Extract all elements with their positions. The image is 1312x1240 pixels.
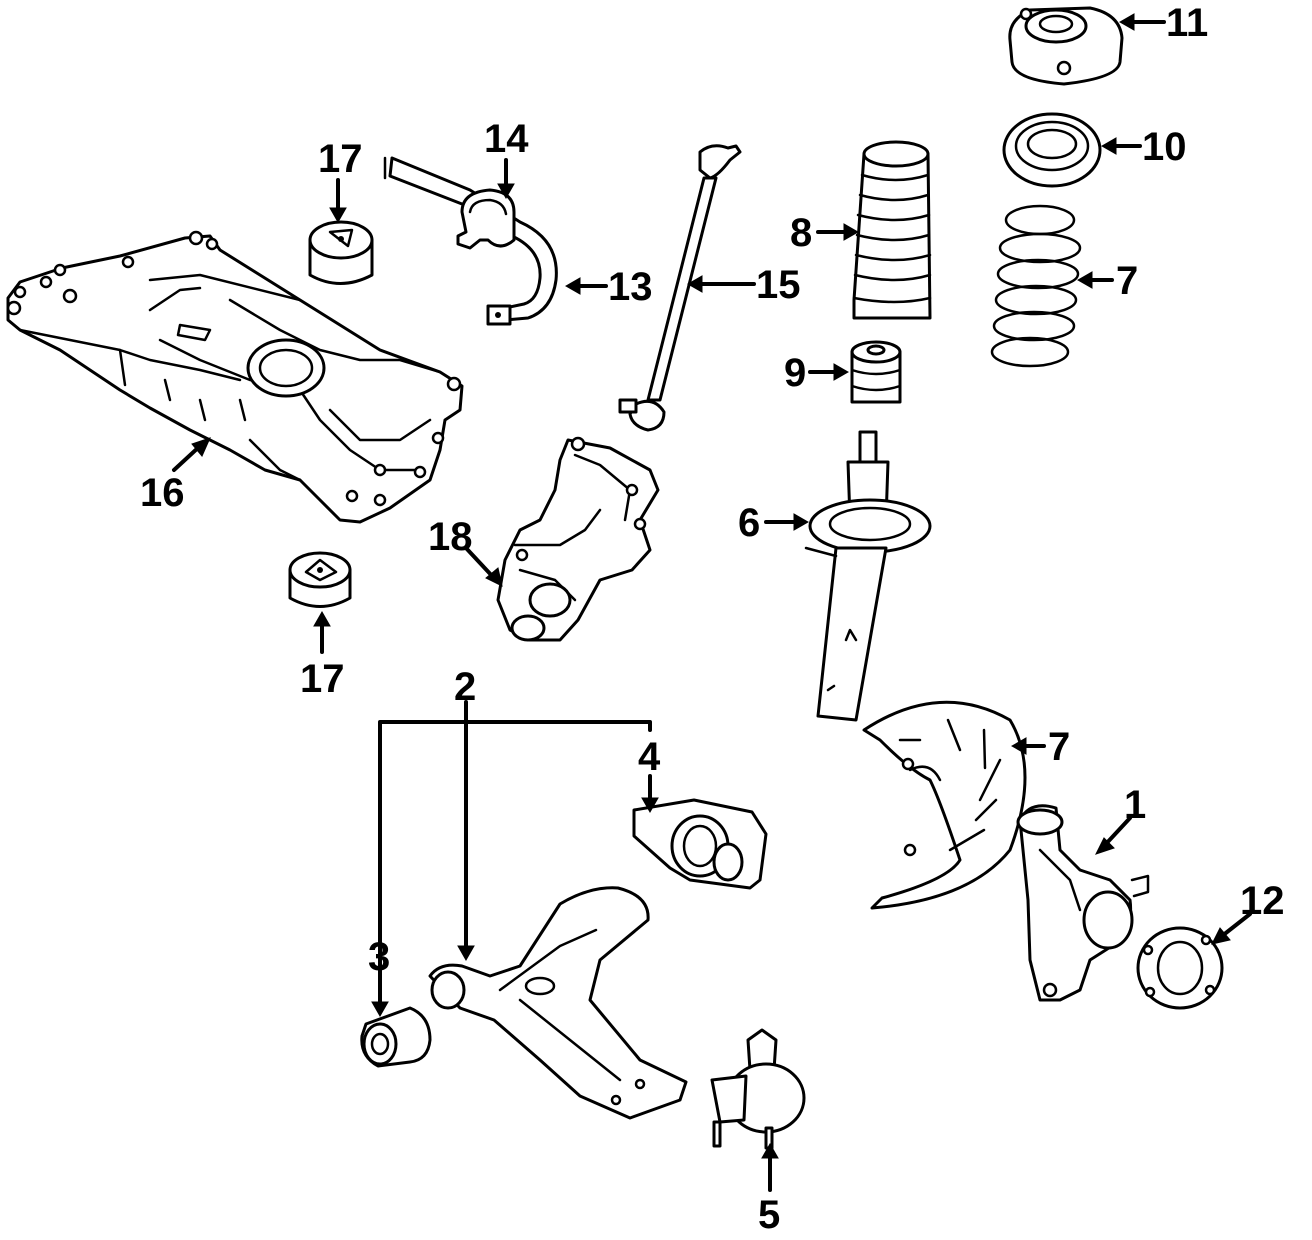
spring-seat-part-10	[1002, 112, 1102, 188]
subframe-bushing-part-17-top	[308, 220, 374, 285]
callout-18: 18	[428, 515, 473, 559]
callout-12: 12	[1240, 879, 1285, 923]
control-arm-front-bushing-part-3	[360, 1006, 432, 1068]
control-arm-rear-bushing-part-4	[632, 798, 768, 890]
callout-17-top: 17	[318, 137, 363, 181]
callout-3: 3	[368, 935, 390, 979]
lower-control-arm-part-2	[428, 886, 688, 1120]
callout-6: 6	[738, 501, 760, 545]
ball-joint-part-5	[710, 1028, 806, 1150]
callout-15: 15	[756, 263, 801, 307]
callout-1: 1	[1124, 783, 1146, 827]
callout-7-shield: 7	[1048, 725, 1070, 769]
coil-spring-part-7	[990, 204, 1082, 368]
callout-17-bottom: 17	[300, 657, 345, 701]
callout-14: 14	[484, 117, 529, 161]
callout-4: 4	[638, 735, 661, 779]
callout-7-spring: 7	[1116, 259, 1138, 303]
callout-13: 13	[608, 265, 653, 309]
stabilizer-link-part-15	[618, 144, 742, 432]
callout-labels: 1 2 3 4 5 6 7 7 8 9 10 11 12 13 14 15 16…	[140, 1, 1285, 1237]
callout-leaders	[172, 13, 1252, 1192]
callout-16: 16	[140, 471, 185, 515]
callout-9: 9	[784, 351, 806, 395]
subframe-part-16	[6, 230, 464, 524]
callout-11: 11	[1166, 1, 1208, 45]
steering-knuckle-part-1	[1016, 804, 1150, 1002]
subframe-bushing-part-17-bottom	[288, 551, 352, 608]
stabilizer-bar-part-13	[383, 156, 558, 326]
brake-dust-shield-part-7	[862, 700, 1027, 910]
callout-2: 2	[454, 665, 476, 709]
callout-5: 5	[758, 1193, 780, 1237]
bracket-part-18	[496, 436, 660, 642]
bump-stop-part-9	[850, 340, 902, 404]
callout-8: 8	[790, 211, 812, 255]
callout-10: 10	[1142, 125, 1187, 169]
strut-part-6	[804, 430, 932, 722]
wheel-hub-part-12	[1136, 926, 1224, 1010]
dust-boot-part-8	[852, 140, 932, 320]
stabilizer-bushing-part-14	[456, 188, 516, 250]
strut-mount-part-11	[1008, 6, 1124, 86]
